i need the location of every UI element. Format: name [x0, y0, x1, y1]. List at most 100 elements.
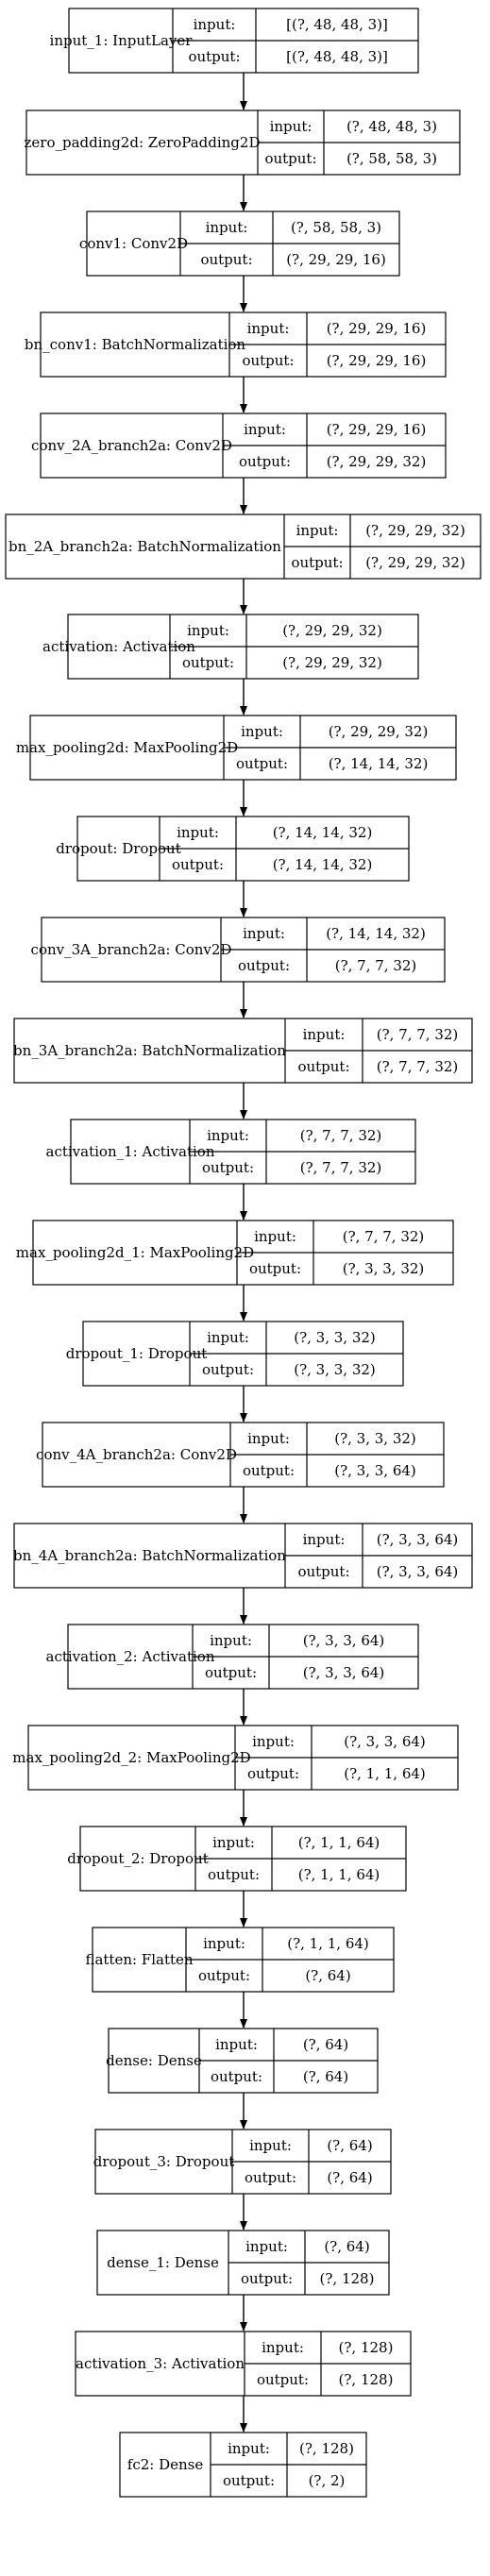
input-shape: (?, 64) — [324, 2238, 369, 2255]
input-shape: (?, 29, 29, 32) — [329, 723, 429, 740]
layer-name: dropout_1: Dropout — [66, 1345, 208, 1362]
layer-name: dropout_3: Dropout — [93, 2153, 235, 2170]
layer-name: dropout: Dropout — [56, 840, 181, 857]
input-shape: (?, 7, 7, 32) — [377, 1026, 459, 1043]
input-label: input: — [247, 1430, 290, 1447]
output-shape: (?, 128) — [320, 2270, 375, 2287]
input-shape: (?, 58, 58, 3) — [291, 219, 381, 236]
output-shape: (?, 64) — [303, 2068, 348, 2085]
output-shape: (?, 3, 3, 64) — [377, 1563, 459, 1580]
output-label: output: — [242, 352, 294, 369]
layer-node: bn_3A_branch2a: BatchNormalizationinput:… — [13, 1018, 473, 1084]
layer-node: bn_4A_branch2a: BatchNormalizationinput:… — [13, 1523, 473, 1589]
output-label: output: — [205, 1664, 257, 1681]
input-shape: (?, 29, 29, 16) — [327, 421, 427, 438]
input-label: input: — [194, 16, 236, 33]
output-shape: (?, 29, 29, 16) — [327, 352, 427, 369]
input-shape: (?, 7, 7, 32) — [300, 1127, 382, 1144]
input-label: input: — [207, 1127, 249, 1144]
output-label: output: — [249, 1260, 301, 1277]
layer-name: activation_3: Activation — [76, 2355, 245, 2372]
output-label: output: — [264, 150, 316, 167]
output-shape: (?, 2) — [309, 2472, 346, 2489]
layer-node: bn_2A_branch2a: BatchNormalizationinput:… — [5, 514, 482, 580]
layer-name: conv_4A_branch2a: Conv2D — [36, 1446, 237, 1463]
output-label: output: — [257, 2371, 309, 2388]
layer-name: bn_4A_branch2a: BatchNormalization — [13, 1547, 286, 1564]
input-label: input: — [254, 1228, 296, 1245]
input-shape: (?, 3, 3, 32) — [334, 1430, 416, 1447]
output-shape: (?, 64) — [305, 1967, 350, 1984]
output-label: output: — [182, 654, 234, 671]
layer-name: activation_2: Activation — [46, 1648, 215, 1665]
input-label: input: — [215, 2036, 258, 2053]
output-shape: (?, 58, 58, 3) — [346, 150, 437, 167]
output-label: output: — [211, 2068, 262, 2085]
input-label: input: — [212, 1834, 255, 1851]
layer-name: fc2: Dense — [127, 2456, 204, 2473]
output-shape: (?, 14, 14, 32) — [329, 755, 429, 772]
output-label: output: — [172, 856, 224, 873]
layer-name: bn_conv1: BatchNormalization — [25, 336, 246, 353]
layer-name: activation: Activation — [42, 638, 195, 655]
input-label: input: — [187, 622, 229, 639]
output-label: output: — [245, 2169, 296, 2186]
input-label: input: — [207, 1329, 249, 1346]
output-shape: (?, 128) — [339, 2371, 394, 2388]
input-shape: (?, 14, 14, 32) — [326, 925, 426, 942]
output-shape: (?, 29, 29, 32) — [327, 453, 427, 470]
layer-name: flatten: Flatten — [85, 1951, 193, 1968]
output-shape: (?, 7, 7, 32) — [300, 1159, 382, 1176]
input-shape: (?, 3, 3, 32) — [294, 1329, 376, 1346]
layer-name: dropout_2: Dropout — [67, 1850, 209, 1867]
input-shape: (?, 29, 29, 32) — [365, 522, 465, 539]
input-label: input: — [177, 824, 219, 841]
input-shape: (?, 29, 29, 16) — [327, 320, 427, 337]
layer-name: bn_2A_branch2a: BatchNormalization — [8, 538, 281, 555]
input-shape: (?, 48, 48, 3) — [346, 118, 437, 135]
input-label: input: — [270, 118, 313, 135]
input-label: input: — [228, 2440, 270, 2457]
layer-name: zero_padding2d: ZeroPadding2D — [25, 134, 261, 151]
output-shape: (?, 29, 29, 16) — [286, 251, 386, 268]
output-shape: (?, 1, 1, 64) — [298, 1866, 380, 1883]
output-label: output: — [208, 1866, 260, 1883]
output-label: output: — [238, 957, 290, 974]
input-label: input: — [303, 1026, 346, 1043]
input-shape: (?, 64) — [327, 2137, 372, 2154]
output-label: output: — [291, 554, 343, 571]
output-label: output: — [297, 1058, 349, 1075]
output-label: output: — [200, 251, 252, 268]
layer-name: max_pooling2d: MaxPooling2D — [16, 739, 238, 756]
input-shape: (?, 7, 7, 32) — [343, 1228, 425, 1245]
output-label: output: — [241, 2270, 293, 2287]
input-label: input: — [262, 2339, 304, 2356]
output-label: output: — [223, 2472, 275, 2489]
output-shape: (?, 29, 29, 32) — [365, 554, 465, 571]
output-label: output: — [236, 755, 288, 772]
layer-node: conv_4A_branch2a: Conv2D input: (?, 3, 3, … — [36, 1422, 445, 1488]
input-label: input: — [244, 421, 286, 438]
input-shape: (?, 128) — [299, 2440, 354, 2457]
output-label: output: — [243, 1462, 295, 1479]
output-label: output: — [239, 453, 291, 470]
output-shape: (?, 7, 7, 32) — [335, 957, 417, 974]
input-label: input: — [252, 1733, 295, 1750]
input-label: input: — [203, 1935, 245, 1952]
input-label: input: — [247, 320, 290, 337]
input-label: input: — [210, 1632, 252, 1649]
layer-node: zero_padding2d: ZeroPadding2D input: (?, 4… — [25, 109, 461, 176]
